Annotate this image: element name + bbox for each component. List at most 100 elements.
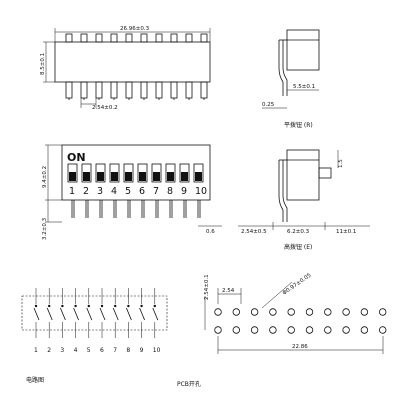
schematic-contact — [87, 304, 91, 308]
pcb-hole — [269, 308, 277, 316]
front-top-pin — [185, 33, 193, 43]
front-height-dim: 8.5±0.1 — [40, 53, 46, 75]
switch-knob — [83, 172, 90, 181]
pcb-layout: 2.54±0.1 2.54 Φ0.97±0.05 22.86 PCB开孔 — [177, 272, 387, 388]
switch-slot — [109, 163, 120, 183]
pcb-hole — [324, 326, 332, 334]
side-raised-dim-a: 2.54±0.5 — [241, 229, 267, 235]
pcb-hole — [360, 326, 369, 334]
front-bottom-pin — [65, 81, 73, 99]
switch-number: 5 — [125, 186, 131, 197]
switch-number: 7 — [153, 186, 159, 197]
front-bottom-pin — [170, 81, 178, 99]
pcb-hole — [214, 308, 222, 316]
schematic-contact — [48, 304, 51, 308]
switch-knob — [125, 172, 132, 181]
schematic-contact — [140, 304, 143, 308]
front-top-pin — [80, 33, 88, 43]
front-top-pin — [65, 33, 73, 43]
schematic-contact — [114, 304, 117, 308]
front-view: 26.96±0.3 8.5±0.1 2.54±0.2 — [40, 26, 211, 111]
pcb-hole — [232, 326, 240, 334]
front-top-pin — [170, 33, 178, 43]
front-top-pin — [140, 33, 148, 43]
schematic-switch-blade — [46, 307, 53, 321]
switch-slot — [193, 163, 204, 183]
side-view-flat: 5.5±0.1 0.25 平拨钮 (R) — [262, 29, 320, 129]
switch-knob — [167, 172, 174, 181]
pcb-hole — [269, 326, 277, 334]
switch-knob — [195, 172, 202, 181]
switch-slot — [81, 163, 92, 183]
schematic-number: 4 — [74, 347, 78, 354]
schematic-switch-blade — [73, 307, 79, 321]
front-bottom-pin — [140, 81, 148, 99]
pcb-row-dim: 2.54±0.1 — [204, 274, 210, 300]
front-bottom-pin — [80, 81, 88, 99]
schematic-contact — [100, 304, 104, 308]
pcb-hole — [305, 308, 314, 316]
switch-number: 9 — [181, 186, 187, 197]
pcb-hole — [250, 326, 259, 334]
side-flat-top-dim: 5.5±0.1 — [293, 84, 315, 90]
schematic-number: 6 — [100, 347, 104, 354]
switch-knob — [111, 172, 118, 181]
front-width-dim: 26.96±0.3 — [120, 26, 150, 32]
schematic-switch-blade — [33, 307, 40, 321]
pcb-caption: PCB开孔 — [177, 380, 201, 388]
schematic-switch-blade — [99, 307, 106, 321]
pcb-hole — [287, 308, 295, 316]
schematic-switch-blade — [60, 307, 66, 321]
schematic-contact — [153, 304, 156, 308]
front-top-pin — [200, 33, 208, 43]
front-top-pins — [65, 33, 208, 43]
pcb-hole — [214, 326, 222, 334]
front-top-pin — [155, 33, 163, 43]
switch-knob — [97, 172, 104, 181]
schematic-switch-blade — [126, 307, 132, 321]
switch-knob — [153, 172, 160, 181]
pcb-hole — [324, 308, 332, 316]
switch-number: 2 — [83, 186, 89, 197]
front-bottom-pin — [95, 81, 103, 99]
side-raised-dim-b: 6.2±0.3 — [287, 229, 310, 235]
pcb-hole-dim: Φ0.97±0.05 — [282, 272, 313, 296]
switch-number: 6 — [139, 186, 145, 197]
switch-slot — [151, 163, 162, 183]
schematic-switch-blade — [152, 307, 159, 321]
switch-slot — [95, 163, 106, 183]
pcb-pitch-dim: 2.54 — [222, 288, 235, 294]
schematic-contact — [61, 304, 64, 308]
side-flat-caption: 平拨钮 (R) — [284, 121, 313, 129]
schematic-number: 7 — [113, 347, 117, 354]
schematic-number: 2 — [47, 347, 51, 354]
schematic-contact — [34, 304, 38, 308]
pcb-hole — [360, 308, 369, 316]
side-flat-left-dim: 0.25 — [262, 102, 275, 108]
pcb-hole — [232, 308, 240, 316]
schematic-number: 1 — [34, 347, 38, 354]
front-top-pin — [95, 33, 103, 43]
pcb-hole-grid — [214, 308, 387, 334]
pcb-hole — [342, 326, 350, 334]
schematic-switch-array — [33, 288, 159, 338]
switch-slot — [179, 163, 190, 183]
top-height-dim: 9.4±0.2 — [42, 166, 48, 188]
switch-knob — [69, 172, 76, 181]
switch-slot — [165, 163, 176, 183]
schematic-number: 3 — [60, 347, 64, 354]
schematic-switch-blade — [139, 307, 145, 321]
schematic-number: 5 — [87, 347, 91, 354]
schematic-switch-blade — [112, 307, 119, 321]
schematic-number: 10 — [153, 347, 161, 354]
pcb-hole — [305, 326, 314, 334]
front-bottom-pins — [65, 81, 208, 100]
switch-slot — [123, 163, 134, 183]
schematic-contact — [127, 304, 130, 308]
side-view-raised: 1.5 2.54±0.5 6.2±0.3 11±0.1 高拨钮 (E) — [238, 149, 370, 251]
pcb-hole — [287, 326, 295, 334]
